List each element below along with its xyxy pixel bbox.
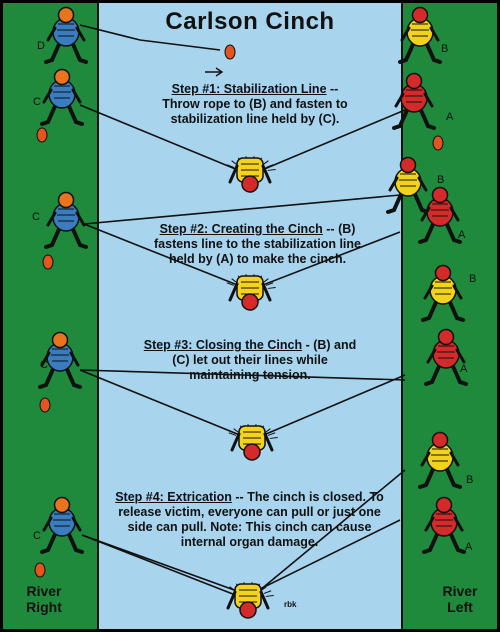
step-3-heading: Step #3: Closing the Cinch bbox=[143, 338, 303, 352]
rescuer-label-c-2: C bbox=[32, 211, 40, 223]
rescuer-d bbox=[44, 6, 88, 64]
rescuer-a-step-2 bbox=[418, 186, 462, 244]
rescuer-label-c-3: C bbox=[40, 359, 48, 371]
step-3-body: (B) and (C) let out their lines while ma… bbox=[172, 338, 357, 382]
rescuer-b-step-4 bbox=[418, 431, 462, 489]
rope-step-2b bbox=[83, 194, 401, 225]
rescuer-label-c-4: C bbox=[33, 530, 41, 542]
rescuer-label-b-1: B bbox=[441, 43, 449, 55]
step-2-heading: Step #2: Creating the Cinch bbox=[159, 222, 323, 236]
step-1-text: Step #1: Stabilization Line -- Throw rop… bbox=[162, 82, 348, 126]
rescuer-label-c-1: C bbox=[33, 96, 41, 108]
rescuer-a-step-1 bbox=[392, 72, 436, 130]
rescuer-a-step-3 bbox=[424, 328, 468, 386]
step-4-heading: Step #4: Extrication bbox=[115, 490, 232, 504]
rescuer-b-step-2 bbox=[386, 156, 430, 214]
victim-step-2 bbox=[226, 274, 276, 311]
victim-step-3 bbox=[228, 424, 278, 461]
rescuer-label-a-1: A bbox=[446, 111, 454, 123]
rescuer-label-b-2: B bbox=[437, 174, 445, 186]
step-3-text: Step #3: Closing the Cinch - (B) and (C)… bbox=[143, 338, 357, 382]
rescuer-c-step-1 bbox=[40, 68, 84, 126]
step-4-body: The cinch is closed. To release victim, … bbox=[118, 490, 384, 549]
rescuer-label-a-3: A bbox=[460, 363, 468, 375]
rescuer-b-step-3 bbox=[421, 264, 465, 322]
throw-bag-in-flight bbox=[224, 44, 236, 60]
rescuer-a-step-4 bbox=[422, 496, 466, 554]
rescuer-c-step-4 bbox=[40, 496, 84, 554]
throw-bag-c-step-1 bbox=[36, 127, 48, 143]
diagram-title: Carlson Cinch bbox=[165, 8, 335, 35]
victim-step-1 bbox=[226, 156, 276, 193]
rescuer-c-step-3 bbox=[38, 331, 82, 389]
throw-bag-c-step-4 bbox=[34, 562, 46, 578]
step-4-text: Step #4: Extrication -- The cinch is clo… bbox=[115, 490, 384, 549]
river bbox=[98, 3, 402, 629]
victim-step-4 bbox=[224, 582, 274, 619]
throw-bag-c-step-2 bbox=[42, 254, 54, 270]
rope-step-3b bbox=[79, 369, 406, 381]
rescuer-label-b-3: B bbox=[469, 273, 477, 285]
throw-direction-arrow bbox=[205, 67, 224, 77]
rescuer-label-a-4: A bbox=[465, 541, 473, 553]
step-1-body: Throw rope to (B) and fasten to stabiliz… bbox=[162, 97, 348, 126]
step-1-heading: Step #1: Stabilization Line bbox=[171, 82, 327, 96]
throw-line-step-1 bbox=[79, 24, 221, 51]
throw-bag-c-step-3 bbox=[39, 397, 51, 413]
rescuer-label-b-4: B bbox=[466, 474, 474, 486]
throw-bag-a-step-1 bbox=[432, 135, 444, 151]
rescuer-label-d: D bbox=[37, 40, 45, 52]
rescuer-b-step-1 bbox=[398, 6, 442, 64]
rescuer-c-step-2 bbox=[44, 191, 88, 249]
step-2-body: (B) fastens line to the stabilization li… bbox=[154, 222, 361, 266]
artist-initials: rbk bbox=[284, 600, 297, 609]
rescuer-label-a-2: A bbox=[458, 229, 466, 241]
step-2-text: Step #2: Creating the Cinch -- (B) faste… bbox=[154, 222, 361, 266]
